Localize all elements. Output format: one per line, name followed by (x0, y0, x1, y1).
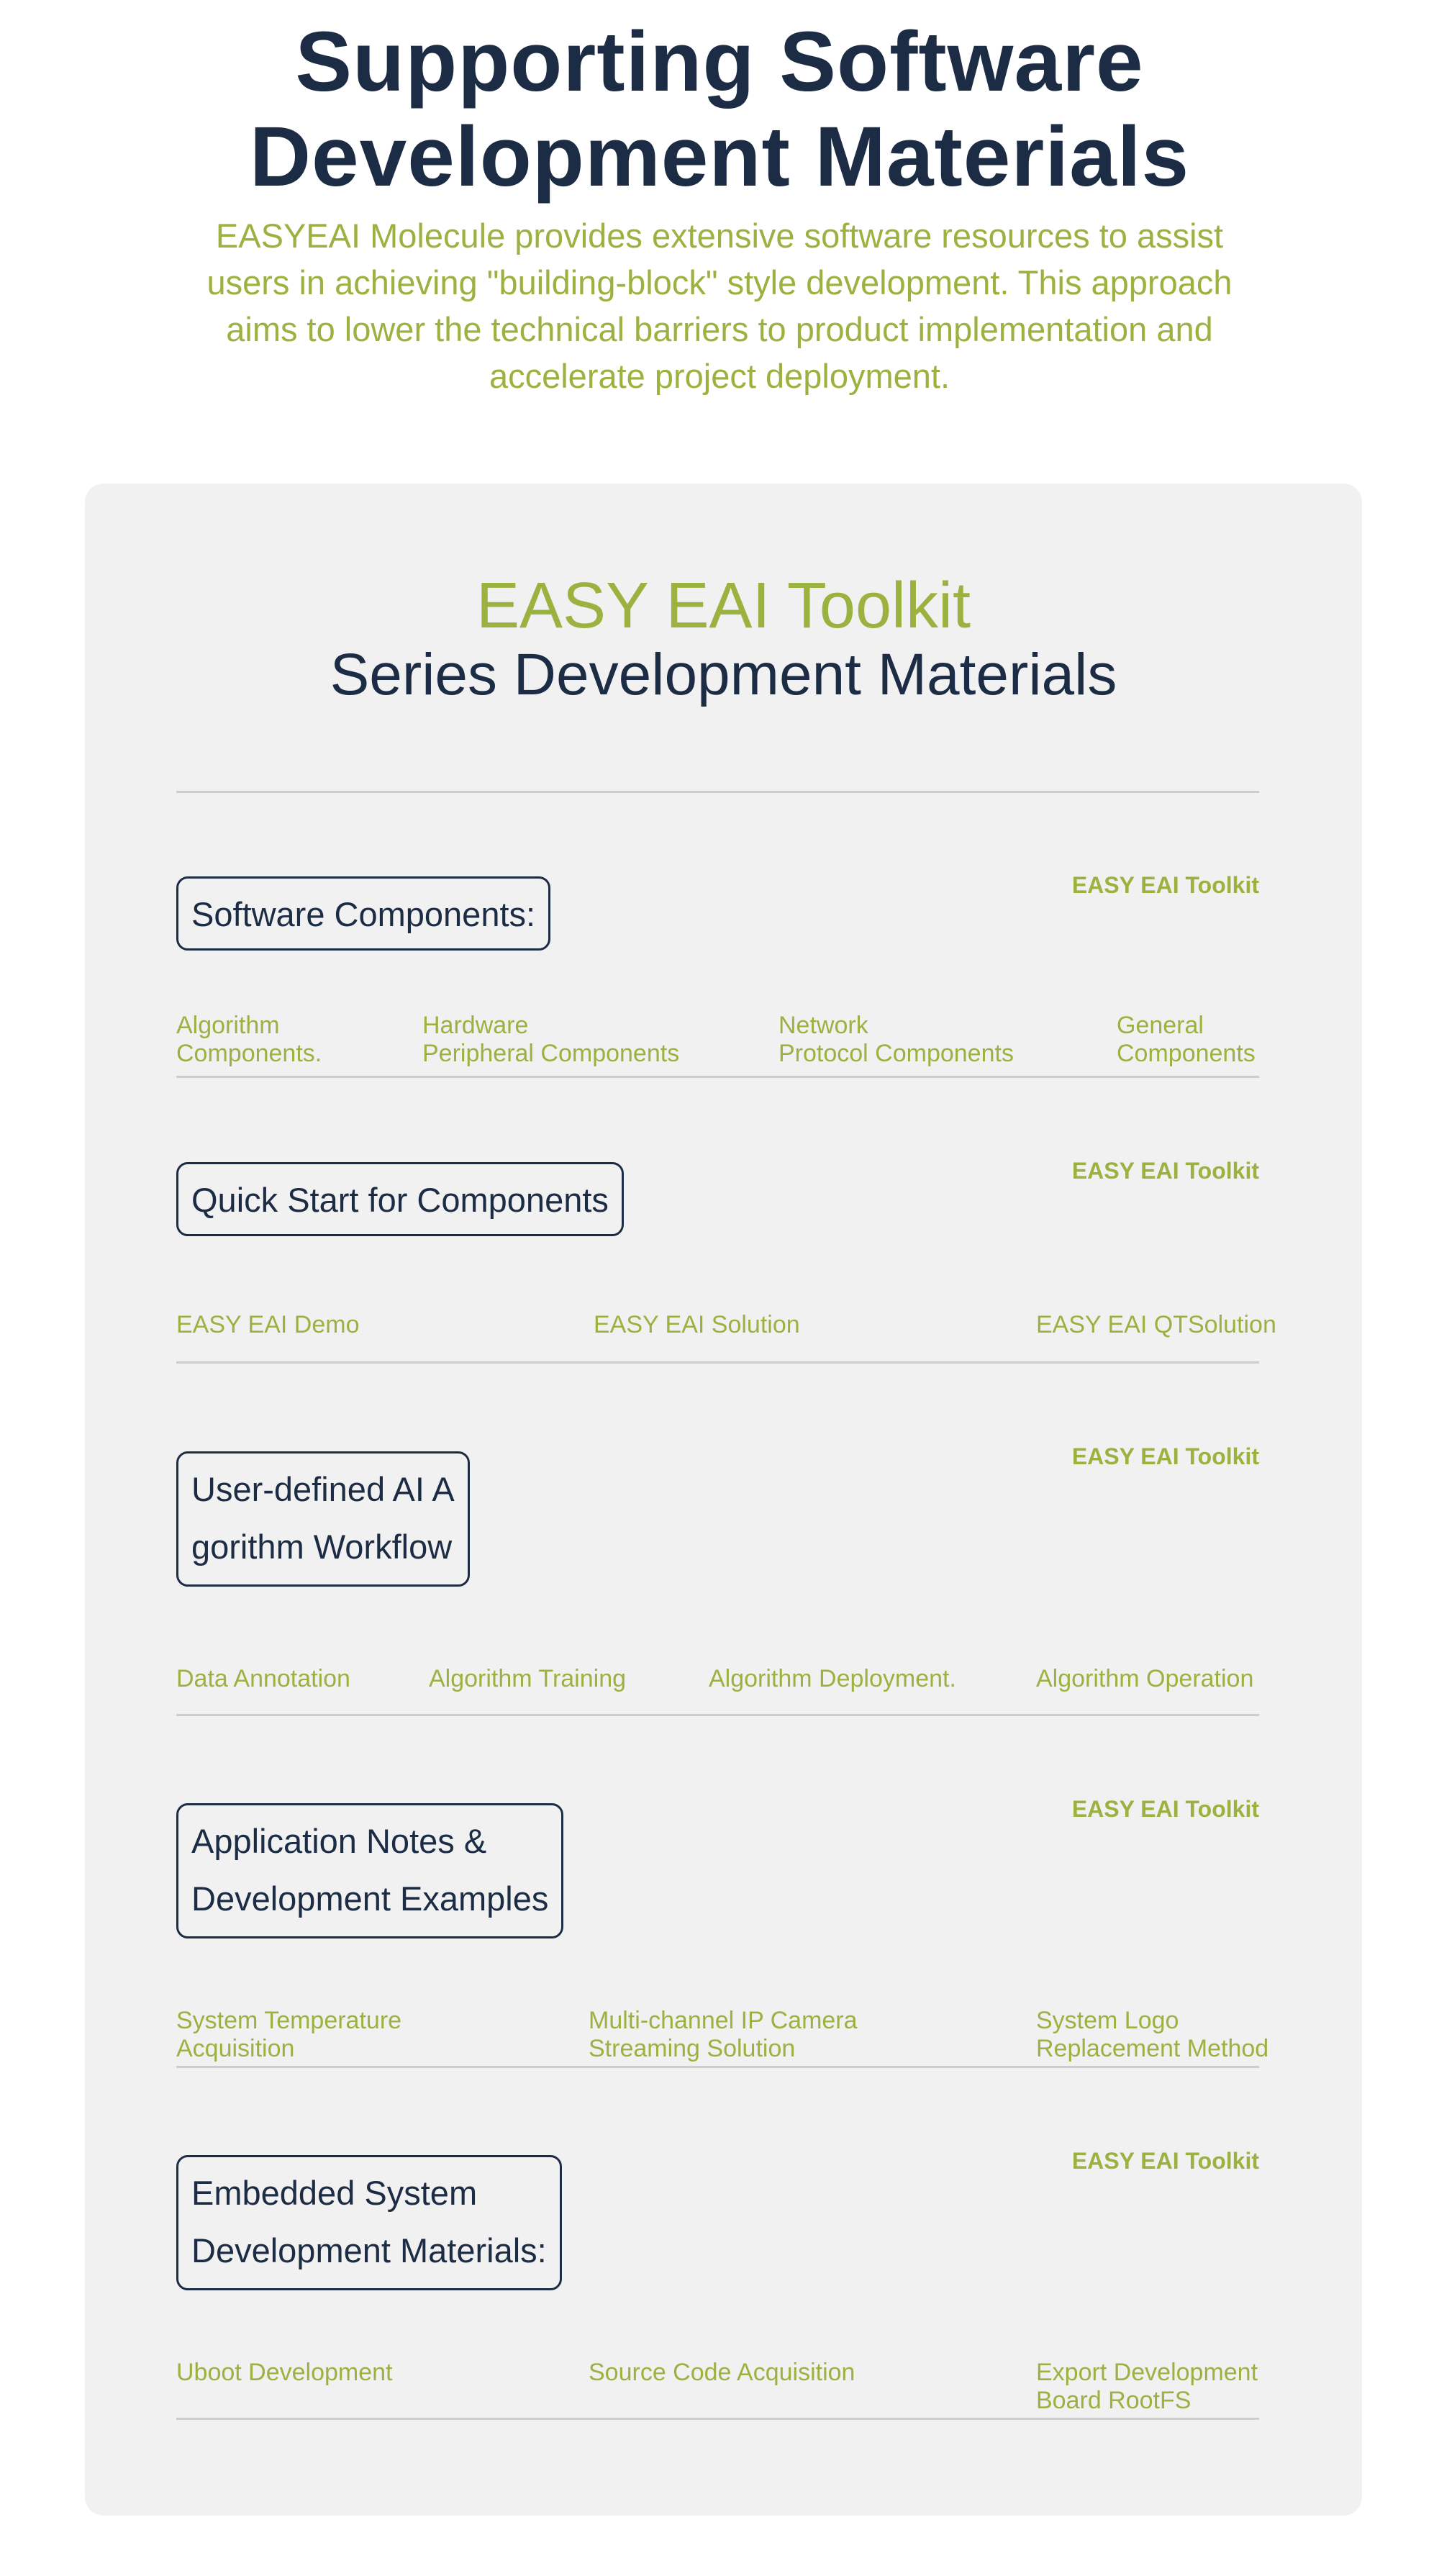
item-label-line2: Components. (176, 1040, 322, 1067)
item-label-line2: Protocol Components (778, 1040, 1014, 1067)
panel-title-main: Series Development Materials (330, 642, 1117, 707)
divider (176, 1361, 1259, 1364)
brand-tag: EASY EAI Toolkit (1071, 1158, 1259, 1184)
section-title-line1: Embedded System (191, 2174, 478, 2212)
item-label-line2: Acquisition (176, 2035, 295, 2062)
item-label-line2: Replacement Method (1036, 2035, 1269, 2062)
item-label-line1: General (1117, 1012, 1204, 1039)
divider (176, 2418, 1259, 2420)
item-label-line1: Algorithm Training (429, 1665, 627, 1692)
panel-title-accent: EASY EAI Toolkit (476, 570, 971, 642)
item-easy-eai-demo[interactable]: EASY EAI Demo (176, 1311, 360, 1339)
item-system-temperature-acquisition[interactable]: System Temperature Acquisition (176, 2007, 401, 2063)
item-label-line1: System Logo (1036, 2007, 1179, 2034)
brand-tag: EASY EAI Toolkit (1071, 1443, 1259, 1469)
section-title: Software Components: (191, 895, 536, 933)
item-label-line1: EASY EAI Demo (176, 1311, 360, 1338)
item-label-line2: Peripheral Components (422, 1040, 680, 1067)
item-export-board-rootfs[interactable]: Export Development Board RootFS (1036, 2359, 1258, 2415)
item-uboot-development[interactable]: Uboot Development (176, 2359, 393, 2387)
item-label-line2: Board RootFS (1036, 2387, 1191, 2414)
item-system-logo-replacement[interactable]: System Logo Replacement Method (1036, 2007, 1268, 2063)
page-title-line-1: Supporting Software (295, 14, 1144, 109)
section-title-box: Quick Start for Components (176, 1162, 624, 1236)
page-title-line-2: Development Materials (249, 109, 1190, 204)
item-label-line1: Multi-channel IP Camera (589, 2007, 858, 2034)
item-label-line1: Algorithm Operation (1036, 1665, 1254, 1692)
divider (176, 1076, 1259, 1078)
item-label-line1: Export Development (1036, 2359, 1258, 2386)
item-label-line2: Components (1117, 1040, 1256, 1067)
item-general-components[interactable]: General Components (1117, 1012, 1256, 1068)
section-title-box: Software Components: (176, 876, 551, 951)
divider (176, 1714, 1259, 1716)
item-label-line1: EASY EAI Solution (594, 1311, 800, 1338)
divider (176, 2066, 1259, 2068)
page-subtitle: EASYEAI Molecule provides extensive soft… (206, 217, 1233, 395)
item-label-line1: Network (778, 1012, 868, 1039)
section-title-box: Application Notes & Development Examples (176, 1803, 564, 1938)
item-algorithm-operation[interactable]: Algorithm Operation (1036, 1665, 1253, 1693)
item-algorithm-components[interactable]: Algorithm Components. (176, 1012, 322, 1068)
item-label-line2: Streaming Solution (589, 2035, 796, 2062)
section-title-line1: Application Notes & (191, 1822, 487, 1860)
item-easy-eai-solution[interactable]: EASY EAI Solution (594, 1311, 800, 1339)
brand-tag: EASY EAI Toolkit (1071, 1796, 1259, 1822)
section-title-line2: gorithm Workflow (191, 1528, 453, 1566)
brand-tag: EASY EAI Toolkit (1071, 2148, 1259, 2174)
section-title: Quick Start for Components (191, 1181, 609, 1219)
item-hardware-peripheral-components[interactable]: Hardware Peripheral Components (422, 1012, 679, 1068)
item-source-code-acquisition[interactable]: Source Code Acquisition (589, 2359, 855, 2387)
item-easy-eai-qtsolution[interactable]: EASY EAI QTSolution (1036, 1311, 1276, 1339)
divider-top (176, 791, 1259, 793)
item-label-line1: Source Code Acquisition (589, 2359, 855, 2386)
item-algorithm-deployment[interactable]: Algorithm Deployment. (709, 1665, 956, 1693)
page-title: Supporting Software Development Material… (0, 14, 1439, 204)
section-title-line2: Development Materials: (191, 2231, 547, 2269)
item-label-line1: System Temperature (176, 2007, 402, 2034)
section-title-line1: User-defined AI A (191, 1470, 455, 1508)
item-algorithm-training[interactable]: Algorithm Training (429, 1665, 626, 1693)
brand-tag: EASY EAI Toolkit (1071, 872, 1259, 898)
item-label-line1: Uboot Development (176, 2359, 393, 2386)
item-ip-camera-streaming[interactable]: Multi-channel IP Camera Streaming Soluti… (589, 2007, 858, 2063)
section-title-box: Embedded System Development Materials: (176, 2155, 562, 2290)
toolkit-panel: EASY EAI Toolkit Series Development Mate… (85, 484, 1362, 2516)
item-data-annotation[interactable]: Data Annotation (176, 1665, 350, 1693)
item-label-line1: Algorithm Deployment. (709, 1665, 956, 1692)
item-network-protocol-components[interactable]: Network Protocol Components (778, 1012, 1014, 1068)
item-label-line1: Data Annotation (176, 1665, 350, 1692)
item-label-line1: Algorithm (176, 1012, 280, 1039)
item-label-line1: Hardware (422, 1012, 529, 1039)
item-label-line1: EASY EAI QTSolution (1036, 1311, 1276, 1338)
section-title-box: User-defined AI A gorithm Workflow (176, 1451, 470, 1587)
section-title-line2: Development Examples (191, 1879, 549, 1918)
